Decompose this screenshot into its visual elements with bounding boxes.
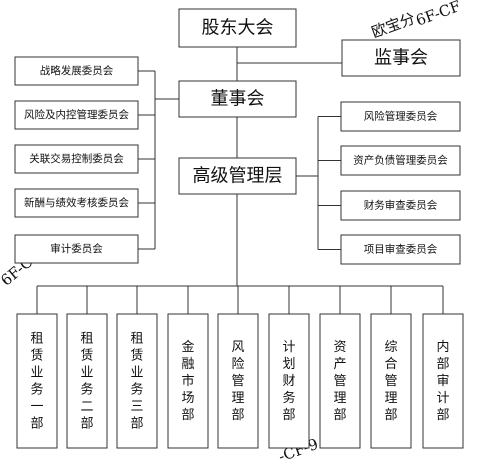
node-senior-management-frame [178, 157, 297, 195]
department-box-frame [370, 313, 412, 449]
watermark-fragment: 欧宝分 [369, 9, 417, 41]
management-committee-box-label: 项目审查委员会 [364, 243, 438, 256]
department-box-frame [16, 313, 58, 449]
node-shareholders-meeting-frame [178, 8, 297, 48]
board-committee-box-label: 审计委员会 [50, 242, 103, 255]
management-committee-box-label: 资产负债管理委员会 [353, 154, 448, 167]
node-shareholders-meeting: 股东大会 [178, 8, 297, 48]
department-box: 租赁业务三部 [116, 313, 158, 449]
department-box-label: 租赁业务三部 [130, 331, 143, 431]
department-box-label: 综合管理部 [384, 340, 397, 423]
department-box: 金融市场部 [167, 313, 209, 449]
board-committee-box: 审计委员会 [14, 234, 139, 264]
department-box-label: 计划财务部 [282, 340, 295, 423]
department-box-label: 租赁业务一部 [30, 331, 43, 431]
department-box-frame [268, 313, 310, 449]
department-box-frame [116, 313, 158, 449]
board-committee-box: 战略发展委员会 [14, 56, 139, 86]
board-committee-box-label: 新酬与绩效考核委员会 [24, 196, 129, 209]
board-committee-box-frame [14, 144, 139, 174]
board-committee-box-frame [14, 100, 139, 130]
department-box-label: 内部审计部 [436, 339, 449, 423]
department-box: 资产管理部 [319, 313, 361, 449]
management-committee-box-label: 风险管理委员会 [364, 110, 438, 123]
management-committee-box: 资产负债管理委员会 [340, 145, 461, 176]
node-supervisory-board-label: 监事会 [374, 48, 428, 69]
board-committee-box-label: 关联交易控制委员会 [29, 152, 124, 165]
board-committee-box: 风险及内控管理委员会 [14, 100, 139, 130]
department-box-frame [167, 313, 209, 449]
department-box-frame [66, 313, 108, 449]
department-box: 租赁业务一部 [16, 313, 58, 449]
node-senior-management-label: 高级管理层 [193, 166, 283, 187]
department-box-frame [319, 313, 361, 449]
board-committee-box-label: 风险及内控管理委员会 [24, 108, 129, 121]
department-box-label: 风险管理部 [231, 340, 244, 423]
department-box-label: 金融市场部 [181, 339, 194, 423]
department-box: 综合管理部 [370, 313, 412, 449]
department-box: 租赁业务二部 [66, 313, 108, 449]
watermark-fragment: 6F-CF [413, 0, 463, 30]
board-committee-box: 新酬与绩效考核委员会 [14, 188, 139, 218]
management-committee-box-frame [340, 101, 461, 132]
management-committee-box: 风险管理委员会 [340, 101, 461, 132]
node-shareholders-meeting-label: 股东大会 [202, 18, 274, 39]
node-supervisory-board-frame [341, 39, 461, 77]
board-committee-box-frame [14, 188, 139, 218]
management-committee-box-frame [340, 145, 461, 176]
management-committee-box-frame [340, 190, 461, 221]
department-box-frame [422, 313, 464, 449]
management-committee-box-frame [340, 234, 461, 265]
board-committee-box-label: 战略发展委员会 [40, 64, 114, 77]
node-senior-management: 高级管理层 [178, 157, 297, 195]
node-board-of-directors-label: 董事会 [211, 89, 265, 110]
board-committee-box: 关联交易控制委员会 [14, 144, 139, 174]
management-committee-box-label: 财务审查委员会 [364, 199, 438, 212]
management-committee-box: 财务审查委员会 [340, 190, 461, 221]
management-committee-box: 项目审查委员会 [340, 234, 461, 265]
department-box: 计划财务部 [268, 313, 310, 449]
board-committee-box-frame [14, 56, 139, 86]
node-supervisory-board: 监事会 [341, 39, 461, 77]
department-box-label: 资产管理部 [333, 340, 346, 423]
board-committee-box-frame [14, 234, 139, 264]
connector-lines [36, 47, 444, 314]
department-box-frame [217, 313, 259, 449]
node-board-of-directors: 董事会 [178, 80, 297, 118]
node-board-of-directors-frame [178, 80, 297, 118]
department-box: 风险管理部 [217, 313, 259, 449]
department-box-label: 租赁业务二部 [80, 331, 93, 431]
department-box: 内部审计部 [422, 313, 464, 449]
